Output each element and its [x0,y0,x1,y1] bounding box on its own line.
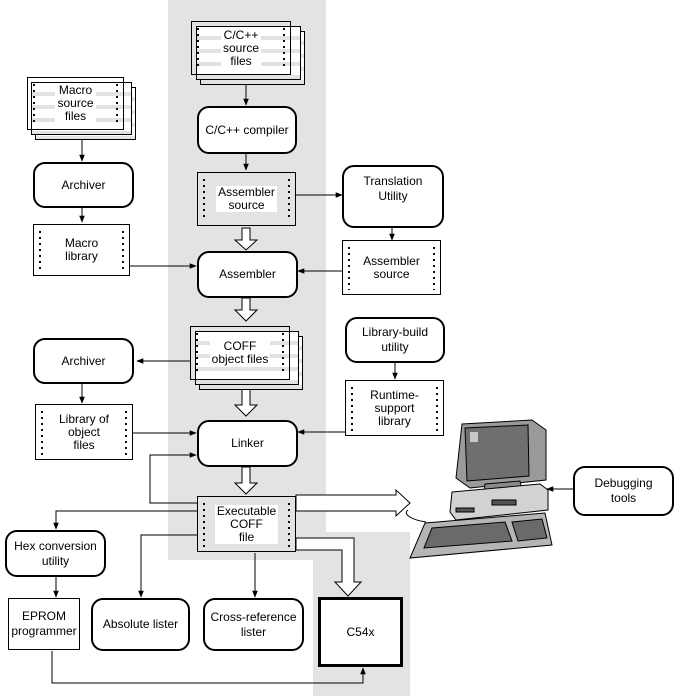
hollow-arrow-executable-to-computer [295,488,411,518]
hollow-arrow-asmsource-to-assembler [233,227,259,251]
arrow-executable-to-absolutelister [138,534,197,598]
runtime-support-library: Runtime- support library [345,380,444,436]
assembler-source-top: Assembler source [197,172,296,226]
keyboard-keys [423,521,513,549]
hex-conversion-utility: Hex conversion utility [5,530,106,577]
absolute-lister: Absolute lister [91,598,190,651]
executable-coff-file: Executable COFF file [197,496,296,552]
arrow-executable-feedback-to-linker [149,452,197,504]
library-of-object-files: Library of object files [35,404,133,460]
archiver-middle: Archiver [33,338,134,384]
arrow-executable-to-hexconversion [53,510,197,530]
linker: Linker [197,420,298,467]
translation-utility: Translation Utility [342,165,444,228]
archiver-top: Archiver [33,162,134,208]
macro-library: Macro library [33,224,130,276]
hollow-arrow-assembler-to-coff [233,297,259,322]
cpp-compiler: C/C++ compiler [197,106,297,154]
library-build-utility: Library-build utility [345,317,445,363]
monitor-screen [464,424,530,482]
monitor-highlight [470,432,478,442]
drive-slot [491,499,517,506]
hollow-arrow-linker-to-executable [233,466,259,495]
mouse-cable [405,509,427,523]
eprom-programmer: EPROM programmer [8,598,80,650]
assembler-source-right: Assembler source [342,240,441,295]
cpp-source-files: C/C++ source files [191,21,291,75]
drive-slot-2 [455,507,475,513]
hollow-arrow-coff-to-linker [233,386,259,417]
cross-reference-lister: Cross-reference lister [203,598,304,651]
c54x-target: C54x [318,597,403,667]
hollow-arrow-executable-to-c54x [295,537,363,597]
arrow-eprom-to-c54x [51,651,366,684]
macro-source-files: Macro source files [27,77,124,130]
coff-object-files: COFF object files [190,326,290,380]
keyboard-numpad [511,518,548,542]
assembler: Assembler [197,251,298,298]
debugging-tools: Debugging tools [573,466,674,516]
